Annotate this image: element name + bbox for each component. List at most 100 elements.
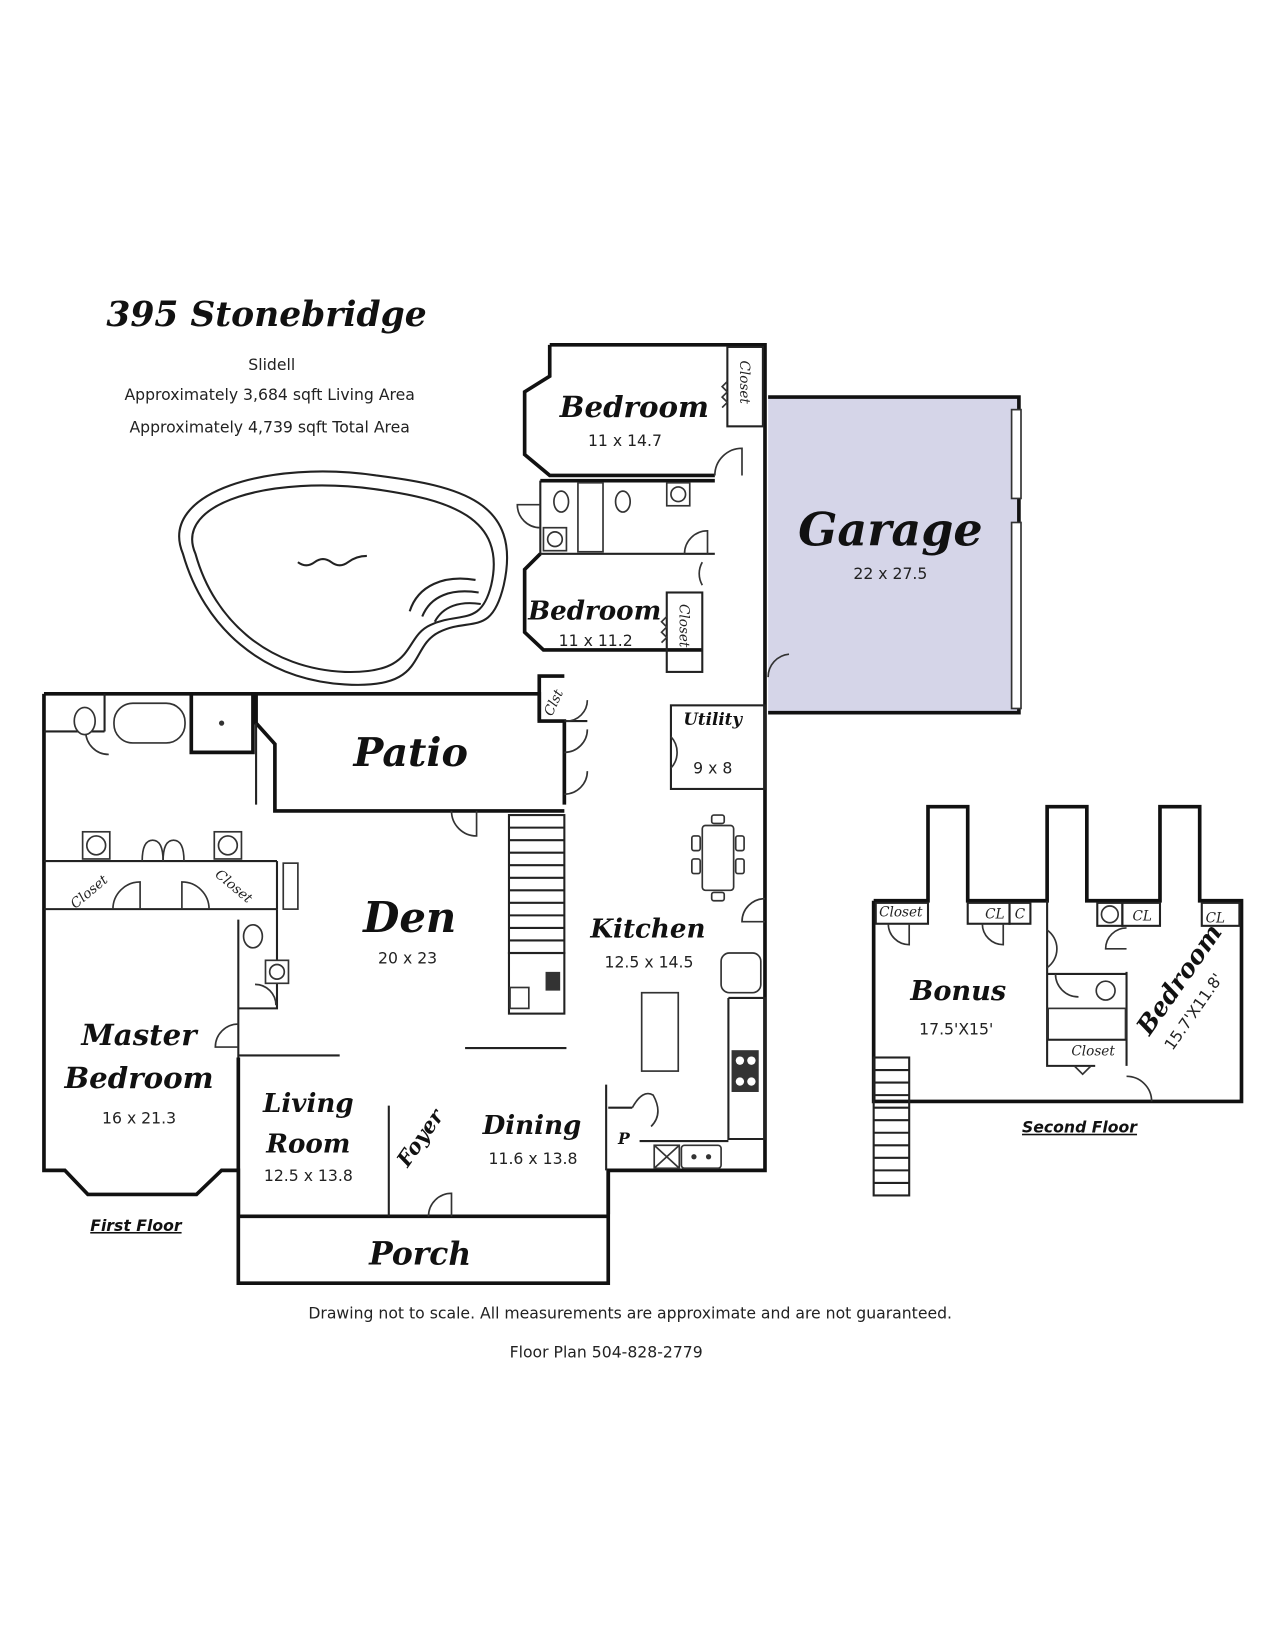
first-floor-label: First Floor [90, 1216, 183, 1235]
second-floor-label: Second Floor [1022, 1118, 1138, 1137]
first-floor-labels: Bedroom 11 x 14.7 Closet Bedroom 11 x 11… [63, 361, 751, 1273]
dining-name: Dining [482, 1110, 582, 1141]
bathtub-icon [113, 702, 186, 744]
second-floor: Closet CL C CL CL Closet Bonus 17.5'X15'… [871, 804, 1244, 1197]
bifold-door-icon [720, 380, 729, 409]
upstairs-toilet-icon [1095, 980, 1116, 1001]
bedroom-2-closet-label: Closet [675, 604, 691, 648]
disclaimer-text: Drawing not to scale. All measurements a… [308, 1304, 952, 1323]
property-title: 395 Stonebridge [106, 295, 426, 335]
fixtures [73, 481, 767, 1170]
toilet-icon [553, 490, 570, 513]
door-icon [564, 729, 589, 754]
cl-closet-2 [1121, 901, 1162, 927]
front-door-icon [427, 1192, 453, 1217]
door-icon [713, 447, 743, 476]
porch-name: Porch [368, 1236, 471, 1272]
kitchen-island-icon [640, 991, 680, 1072]
garage-dims: 22 x 27.5 [853, 564, 927, 583]
master-closet-right-label: Closet [212, 866, 256, 906]
patio-door-icon [450, 810, 478, 837]
bathtub-icon [577, 481, 604, 553]
bedroom-2-closet [665, 591, 704, 673]
garage-door-icon [1010, 521, 1022, 710]
garage-fill [768, 397, 1019, 713]
bonus-closet-label: Closet [879, 904, 923, 920]
door-icon [214, 1023, 239, 1048]
cl-1-label: CL [985, 907, 1004, 923]
closet-door-icon [181, 881, 210, 910]
door-icon [564, 771, 589, 796]
upstairs-bathtub-icon [1047, 1007, 1127, 1041]
garage: Garage 22 x 27.5 [768, 395, 1022, 715]
bedroom-1-closet-label: Closet [736, 361, 752, 405]
bifold-doors [660, 380, 729, 644]
living-area-label: Approximately 3,684 sqft Living Area [124, 385, 414, 404]
utility-dims: 9 x 8 [693, 758, 732, 777]
upstairs-stairs-icon [872, 1056, 911, 1197]
living-room-name-line1: Living [262, 1088, 354, 1119]
bonus-dims: 17.5'X15' [919, 1020, 993, 1039]
dining-table-icon [701, 824, 735, 892]
stairs-icon [507, 814, 566, 955]
bedroom-1-dims: 11 x 14.7 [588, 431, 662, 450]
door-icon [698, 561, 704, 586]
dining-dims: 11.6 x 13.8 [489, 1149, 578, 1168]
door-icon [84, 731, 109, 756]
door-icon [1046, 929, 1058, 969]
foyer-name: Foyer [391, 1103, 450, 1172]
garage-door-icon [1010, 408, 1022, 500]
door-icon [683, 530, 709, 554]
toilet-icon [242, 923, 264, 949]
master-closet-left-label: Closet [68, 872, 112, 912]
bonus-name: Bonus [909, 975, 1006, 1007]
door-icon [741, 897, 766, 923]
bonus-closet [874, 901, 930, 925]
bedroom-2-name: Bedroom [527, 596, 661, 627]
cl-3-label: CL [1206, 911, 1225, 927]
contact-text: Floor Plan 504-828-2779 [510, 1342, 703, 1361]
sink-icon [509, 986, 530, 1010]
door-icon [1054, 973, 1079, 998]
utility-room-outline [669, 704, 767, 790]
living-room-dims: 12.5 x 13.8 [264, 1166, 353, 1185]
master-bedroom-dims: 16 x 21.3 [102, 1108, 176, 1127]
door-icon [767, 653, 790, 678]
kitchen-sink-icon [680, 1144, 722, 1170]
pantry-door-icon [631, 1092, 659, 1128]
kitchen-name: Kitchen [589, 913, 705, 944]
toilet-icon [73, 706, 96, 736]
toilet-icon [614, 490, 632, 513]
hall-closet-label: Clst [541, 687, 567, 719]
city-label: Slidell [248, 355, 295, 374]
master-bedroom-name-line2: Bedroom [63, 1061, 213, 1095]
first-floor-walls [42, 343, 767, 1286]
door-icon [255, 983, 277, 1006]
refrigerator-icon [720, 952, 762, 994]
shower-drain-icon [218, 720, 225, 726]
garage-name: Garage [798, 502, 982, 556]
pool-icon [178, 470, 509, 686]
den-name: Den [362, 893, 456, 942]
closet-door-icon [112, 881, 141, 910]
door-icon [1126, 1075, 1153, 1102]
door-icon [981, 923, 1005, 946]
closet-door-icon [162, 839, 185, 862]
c-1-label: C [1015, 907, 1026, 923]
total-area-label: Approximately 4,739 sqft Total Area [129, 418, 409, 437]
bifold-door-icon [1073, 1065, 1092, 1076]
bedroom-2-dims: 11 x 11.2 [559, 631, 633, 650]
patio-name: Patio [353, 730, 468, 776]
door-icon [566, 700, 589, 722]
living-room-name-line2: Room [265, 1129, 350, 1160]
pantry-label: P [617, 1129, 631, 1148]
bedroom-1-closet [726, 345, 764, 428]
cl-closet-3 [1200, 901, 1241, 927]
doors [84, 447, 790, 1217]
closet-door-icon [141, 839, 164, 862]
utility-door-icon [670, 736, 678, 769]
fireplace-icon [282, 862, 299, 910]
bedroom-1-name: Bedroom [559, 390, 709, 424]
master-bedroom-name-line1: Master [80, 1018, 199, 1052]
